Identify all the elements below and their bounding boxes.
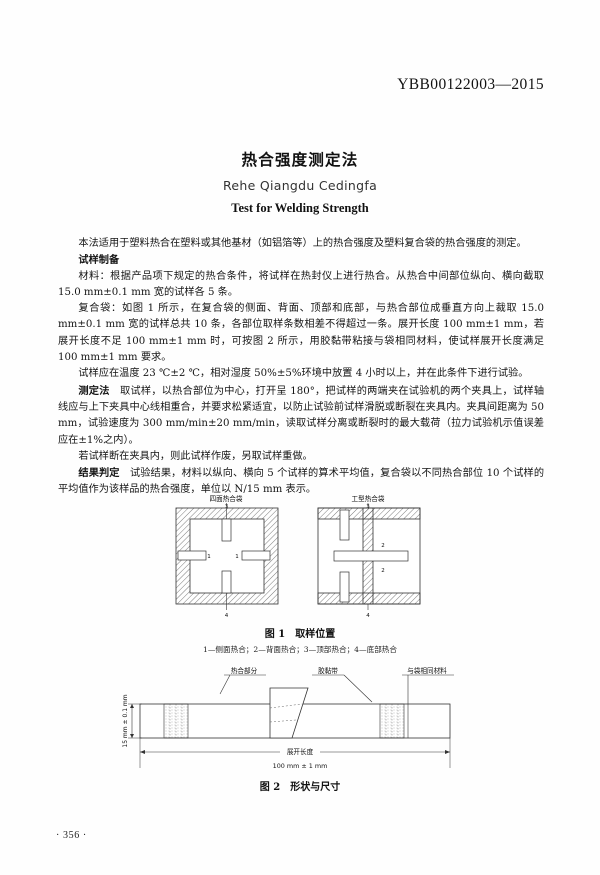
paragraph-method: 测定法 取试样，以热合部位为中心，打开呈 180°，把试样的两端夹在试验机的两个… [58,383,544,449]
paragraph-method-text: 取试样，以热合部位为中心，打开呈 180°，把试样的两端夹在试验机的两个夹具上，… [58,385,545,446]
right-label-4: 4 [366,613,370,619]
figure-2-dim-height: 15 mm ± 0.1 mm [122,694,129,747]
figure-2-label-weld: 热合部分 [231,666,258,675]
figure-1-legend: 1—侧面热合；2—背面热合；3—顶部热合；4—底部热合 [203,645,397,654]
figure-2-dim-length-name: 展开长度 [287,747,314,756]
page-title-pinyin: Rehe Qiangdu Cedingfa [222,178,378,193]
paragraph-result: 结果判定 试验结果，材料以纵向、横向 5 个试样的算术平均值，复合袋以不同热合部… [58,465,544,499]
paragraph-discard: 若试样断在夹具内，则此试样作废，另取试样重做。 [78,450,313,462]
left-label-3: 3 [225,504,229,510]
diagram-i-shape-bag: 工型热合袋 3 4 2 2 [317,494,421,619]
page-title-english: Test for Welding Strength [231,201,369,215]
paragraph-result-text: 试验结果，材料以纵向、横向 5 个试样的算术平均值，复合袋以不同热合部位 10 … [58,468,545,496]
document-number: YBB00122003—2015 [397,76,544,93]
page-title-chinese: 热合强度测定法 [241,151,359,169]
right-label-2a: 2 [381,543,385,549]
diagram-left-title: 四面热合袋 [210,494,243,503]
paragraph-intro: 本法适用于塑料热合在塑料或其他基材（如铝箔等）上的热合强度及塑料复合袋的热合强度… [78,238,527,249]
figure-1-diagram: 四面热合袋 3 4 1 1 [175,494,421,619]
title-block: 热合强度测定法 Rehe Qiangdu Cedingfa Test for W… [0,148,600,216]
diagram-right-title: 工型热合袋 [352,494,385,503]
left-label-4: 4 [225,613,229,619]
right-label-2b: 2 [381,568,385,574]
figure-1-caption: 图 1 取样位置 [264,629,336,640]
left-label-1b: 1 [235,554,239,560]
figure-1: 四面热合袋 3 4 1 1 [0,492,600,620]
figure-2-dim-length-value: 100 mm ± 1 mm [273,762,328,770]
figure-2-caption: 图 2 形状与尺寸 [259,782,341,793]
figure-2: 热合部分 胶黏带 与袋相同材料 [0,664,600,774]
section-heading-result: 结果判定 [78,467,120,480]
diagram-four-side-bag: 四面热合袋 3 4 1 1 [175,494,279,619]
body-text: 本法适用于塑料热合在塑料或其他基材（如铝箔等）上的热合强度及塑料复合袋的热合强度… [58,236,544,499]
paragraph-material: 材料：根据产品项下规定的热合条件，将试样在热封仪上进行热合。从热合中间部位纵向、… [58,270,544,298]
figure-2-label-material: 与袋相同材料 [407,666,447,675]
right-label-3: 3 [366,504,370,510]
page-number: · 356 · [56,830,87,841]
left-label-1a: 1 [207,554,211,560]
figure-2-label-tape: 胶黏带 [318,666,338,675]
paragraph-conditioning: 试样应在温度 23 ℃±2 ℃，相对湿度 50%±5%环境中放置 4 小时以上，… [78,368,529,380]
section-heading-method: 测定法 [78,384,110,397]
figure-1-caption-block: 图 1 取样位置 1—侧面热合；2—背面热合；3—顶部热合；4—底部热合 [0,625,600,655]
section-heading-preparation: 试样制备 [78,254,120,267]
figure-2-caption-block: 图 2 形状与尺寸 [0,778,600,793]
figure-2-diagram: 热合部分 胶黏带 与袋相同材料 [122,666,454,770]
paragraph-composite-bag: 复合袋：如图 1 所示，在复合袋的侧面、背面、顶部和底部，与热合部位成垂直方向上… [58,303,544,364]
